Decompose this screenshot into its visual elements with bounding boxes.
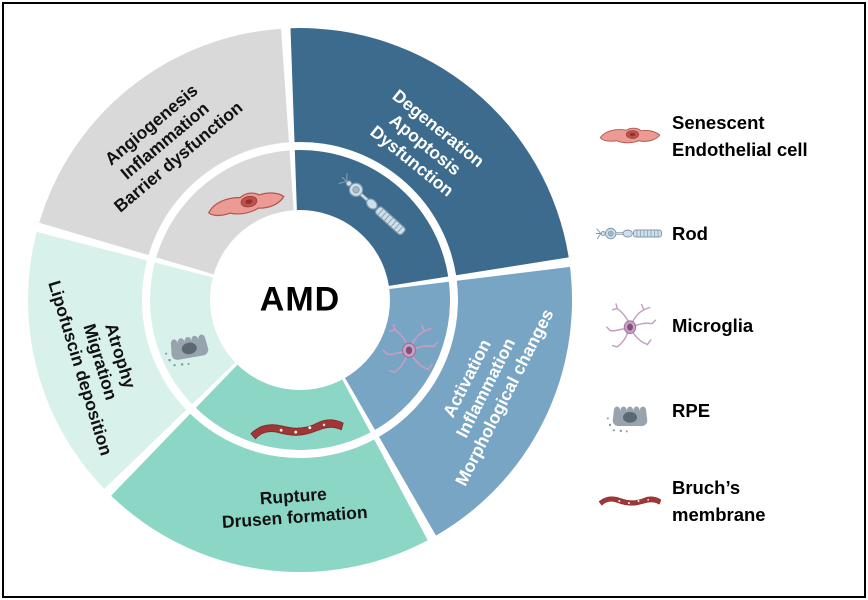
legend-label: Microglia bbox=[672, 315, 754, 336]
legend-label: Senescent Endothelial cell bbox=[672, 111, 808, 160]
inner-ring-segment-microglia bbox=[345, 281, 451, 430]
legend-item-senescent-endothelial-cell: Senescent Endothelial cell bbox=[588, 88, 860, 183]
legend-item-rpe: RPE bbox=[588, 368, 860, 453]
outer-ring-segment-rpe bbox=[28, 231, 187, 489]
rpe-cell-icon bbox=[588, 386, 672, 435]
legend-label: RPE bbox=[672, 400, 711, 421]
outer-ring-segment-bruchs-membrane bbox=[111, 413, 428, 573]
inner-ring-segment-photoreceptor bbox=[294, 150, 449, 286]
legend-label: Rod bbox=[672, 222, 708, 244]
legend-item-rod: Rod bbox=[588, 183, 860, 283]
legend: Senescent Endothelial cell Rod Microglia… bbox=[588, 88, 860, 548]
legend-label: Bruch’s membrane bbox=[672, 476, 766, 525]
rpe-cell-icon bbox=[155, 310, 221, 371]
microglia-icon bbox=[377, 317, 441, 381]
amd-pathology-wheel: Angiogenesis Inflammation Barrier dysfun… bbox=[28, 28, 573, 573]
legend-item-bruchs-membrane: Bruch’s membrane bbox=[588, 453, 860, 548]
center-title-amd: AMD bbox=[259, 280, 341, 319]
legend-item-microglia: Microglia bbox=[588, 283, 860, 368]
bruchs-membrane-icon bbox=[588, 493, 672, 508]
microglia-icon bbox=[588, 297, 672, 355]
senescent-endothelial-cell-icon bbox=[588, 124, 672, 146]
outer-ring-segment-microglia bbox=[379, 266, 573, 536]
outer-ring-segment-photoreceptor bbox=[290, 28, 569, 276]
inner-ring-segment-rpe bbox=[150, 262, 236, 405]
outer-ring-segment-endothelium bbox=[39, 28, 290, 256]
rod-photoreceptor-icon bbox=[588, 223, 672, 244]
inner-ring-segment-bruchs-membrane bbox=[195, 364, 371, 450]
donut-ring-svg bbox=[28, 28, 573, 573]
